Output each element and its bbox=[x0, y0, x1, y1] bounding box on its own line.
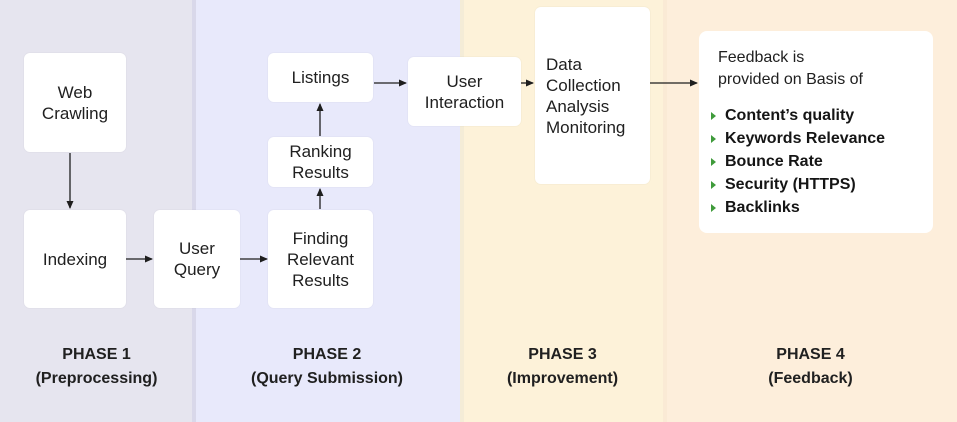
node-data-collection: Data Collection Analysis Monitoring bbox=[535, 7, 650, 184]
node-finding-relevant-results: Finding Relevant Results bbox=[268, 210, 373, 308]
feedback-intro: Feedback is provided on Basis of bbox=[718, 49, 863, 88]
phase-2-label: PHASE 2 (Query Submission) bbox=[250, 346, 404, 387]
phase-3-label: PHASE 3 (Improvement) bbox=[506, 346, 619, 387]
bullet-arrow-icon bbox=[711, 134, 716, 143]
node-user-query: User Query bbox=[154, 210, 240, 308]
node-user-interaction: User Interaction bbox=[408, 57, 521, 126]
bullet-arrow-icon bbox=[711, 111, 716, 120]
node-indexing: Indexing bbox=[24, 210, 126, 308]
phase-divider bbox=[663, 0, 667, 422]
feedback-list: Content’s quality Keywords Relevance Bou… bbox=[711, 104, 885, 219]
phase-4-label: PHASE 4 (Feedback) bbox=[768, 346, 853, 387]
node-web-crawling: Web Crawling bbox=[24, 53, 126, 152]
feedback-item: Backlinks bbox=[711, 196, 885, 219]
feedback-item: Bounce Rate bbox=[711, 150, 885, 173]
node-ranking-results: Ranking Results bbox=[268, 137, 373, 187]
feedback-box: Feedback is provided on Basis of Content… bbox=[699, 31, 933, 233]
feedback-item: Keywords Relevance bbox=[711, 127, 885, 150]
node-listings: Listings bbox=[268, 53, 373, 102]
phase-1-label: PHASE 1 (Preprocessing) bbox=[35, 346, 158, 387]
feedback-item: Security (HTTPS) bbox=[711, 173, 885, 196]
bullet-arrow-icon bbox=[711, 157, 716, 166]
feedback-item: Content’s quality bbox=[711, 104, 885, 127]
bullet-arrow-icon bbox=[711, 203, 716, 212]
bullet-arrow-icon bbox=[711, 180, 716, 189]
phase-divider bbox=[460, 0, 464, 422]
